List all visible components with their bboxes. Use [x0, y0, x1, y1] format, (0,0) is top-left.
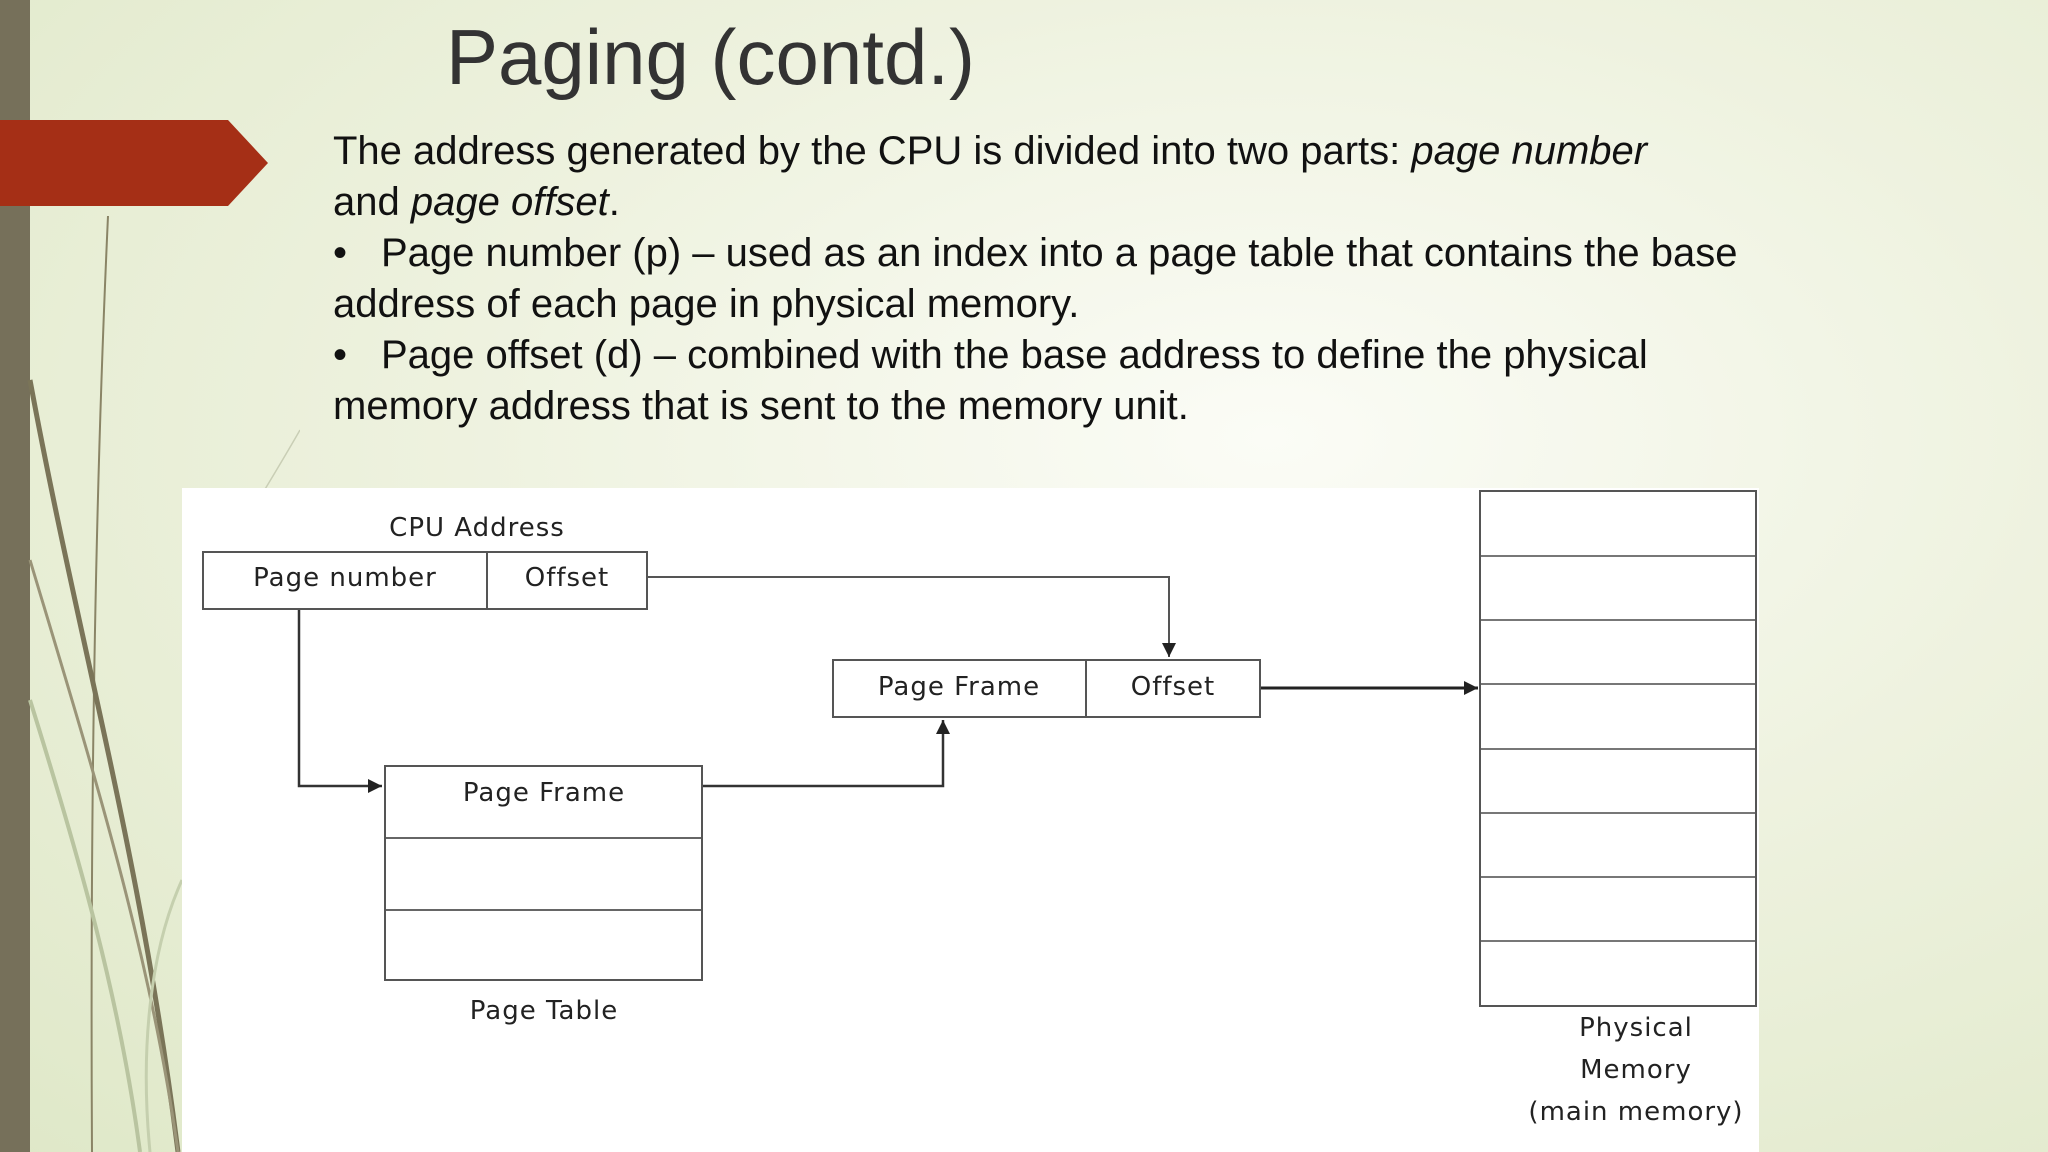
intro-end: . — [608, 180, 620, 224]
physical-page-frame-label: Page Frame — [877, 672, 1041, 702]
page-table-entry-label: Page Frame — [462, 778, 626, 808]
memory-frame-divider — [1481, 875, 1755, 878]
intro-emphasis-2: page offset — [410, 180, 609, 224]
body-line-2: and page offset. — [333, 178, 620, 226]
body-line-1: The address generated by the CPU is divi… — [333, 127, 1647, 175]
physical-offset-box — [1085, 659, 1261, 718]
physical-memory-label-2: Memory — [1580, 1055, 1692, 1085]
memory-frame-divider — [1481, 747, 1755, 750]
physical-memory — [1479, 490, 1757, 1007]
red-arrow-shape — [0, 120, 268, 206]
memory-frame-divider — [1481, 555, 1755, 558]
intro-text-2: and — [333, 180, 411, 224]
physical-page-frame-box — [832, 659, 1087, 718]
page-number-connector — [297, 609, 382, 793]
frame-connector — [701, 720, 950, 788]
bullet-2-cont: memory address that is sent to the memor… — [333, 384, 1189, 428]
bullet-icon: • — [333, 333, 348, 377]
bullet-1-text: Page number (p) – used as an index into … — [381, 231, 1738, 275]
bullet-2-text: Page offset (d) – combined with the base… — [381, 333, 1648, 377]
physical-offset-label: Offset — [1130, 672, 1216, 702]
cpu-offset-label: Offset — [524, 563, 610, 593]
physical-memory-label-1: Physical — [1579, 1013, 1693, 1043]
paging-diagram: CPU Address Page number Offset Page Fram… — [182, 488, 1759, 1152]
physical-memory-label-3: (main memory) — [1528, 1097, 1744, 1127]
grass-decoration — [27, 215, 300, 1152]
diagram-connectors — [297, 576, 1478, 793]
memory-frame-divider — [1481, 939, 1755, 942]
bullet-2: • Page offset (d) – combined with the bas… — [333, 331, 1648, 379]
bullet-icon: • — [333, 231, 348, 275]
slide-title: Paging (contd.) — [446, 13, 975, 101]
bullet-1-cont: address of each page in physical memory. — [333, 282, 1080, 326]
bullet-1: • Page number (p) – used as an index into… — [333, 229, 1737, 277]
cpu-offset-box — [486, 551, 648, 610]
intro-text: The address generated by the CPU is divi… — [333, 129, 1412, 173]
page-table-label: Page Table — [469, 996, 619, 1026]
offset-connector — [648, 576, 1176, 657]
cpu-address-label: CPU Address — [389, 513, 565, 543]
cpu-page-number-box — [202, 551, 488, 610]
memory-frame-divider — [1481, 619, 1755, 622]
page-table — [384, 765, 703, 981]
cpu-page-number-label: Page number — [253, 563, 437, 593]
memory-frame-divider — [1481, 683, 1755, 686]
intro-emphasis: page number — [1411, 129, 1648, 173]
memory-frame-divider — [1481, 811, 1755, 814]
